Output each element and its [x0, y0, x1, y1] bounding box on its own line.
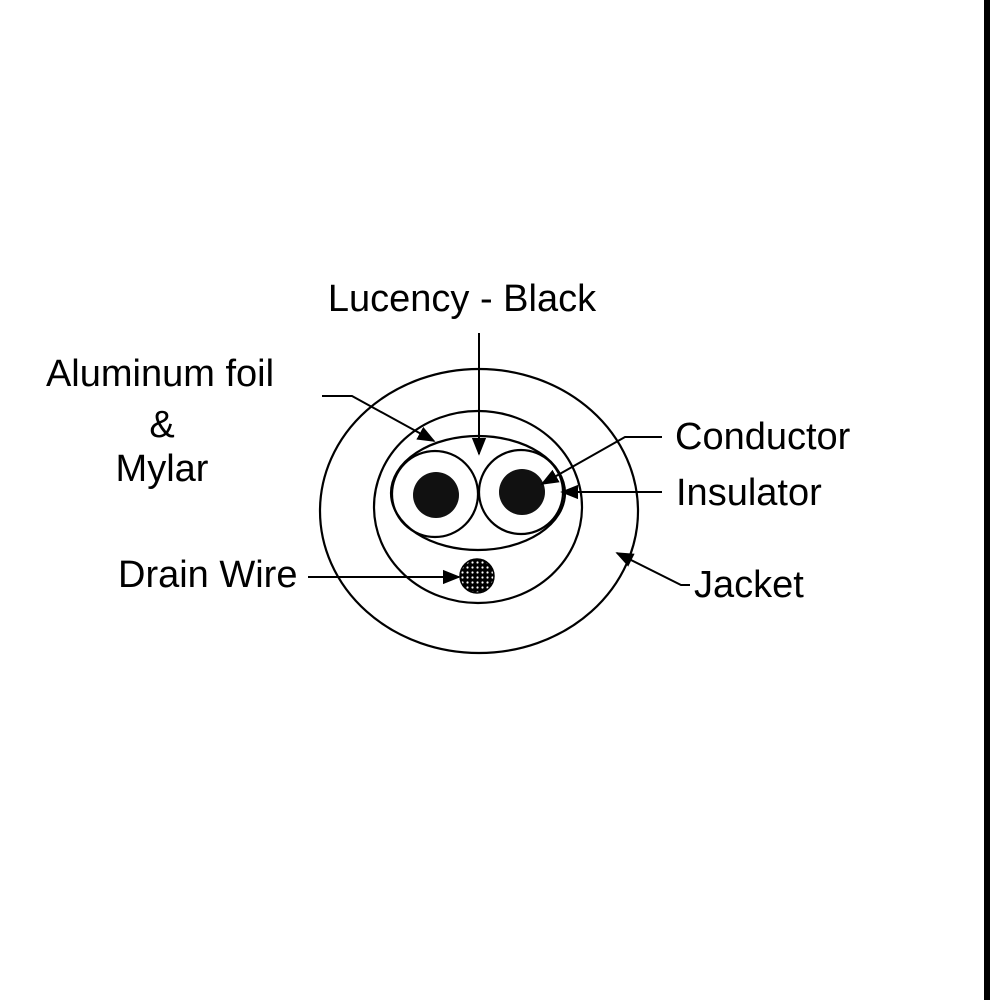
label-conductor: Conductor	[675, 416, 851, 458]
conductor-left	[413, 472, 459, 518]
label-insulator: Insulator	[676, 472, 822, 514]
conductor-right	[499, 469, 545, 515]
label-drain-wire: Drain Wire	[118, 554, 297, 596]
page-border-right	[984, 0, 990, 1000]
label-foil-line1: Aluminum foil	[46, 353, 274, 395]
label-jacket: Jacket	[694, 564, 804, 606]
foil-leader	[322, 395, 436, 442]
drain-wire-strand-bundle	[459, 558, 495, 594]
jacket-leader	[615, 552, 690, 586]
conductor-leader	[540, 436, 662, 485]
label-foil-line2: &	[149, 404, 174, 446]
label-lucency: Lucency - Black	[328, 278, 597, 320]
label-foil-line3: Mylar	[116, 448, 209, 490]
